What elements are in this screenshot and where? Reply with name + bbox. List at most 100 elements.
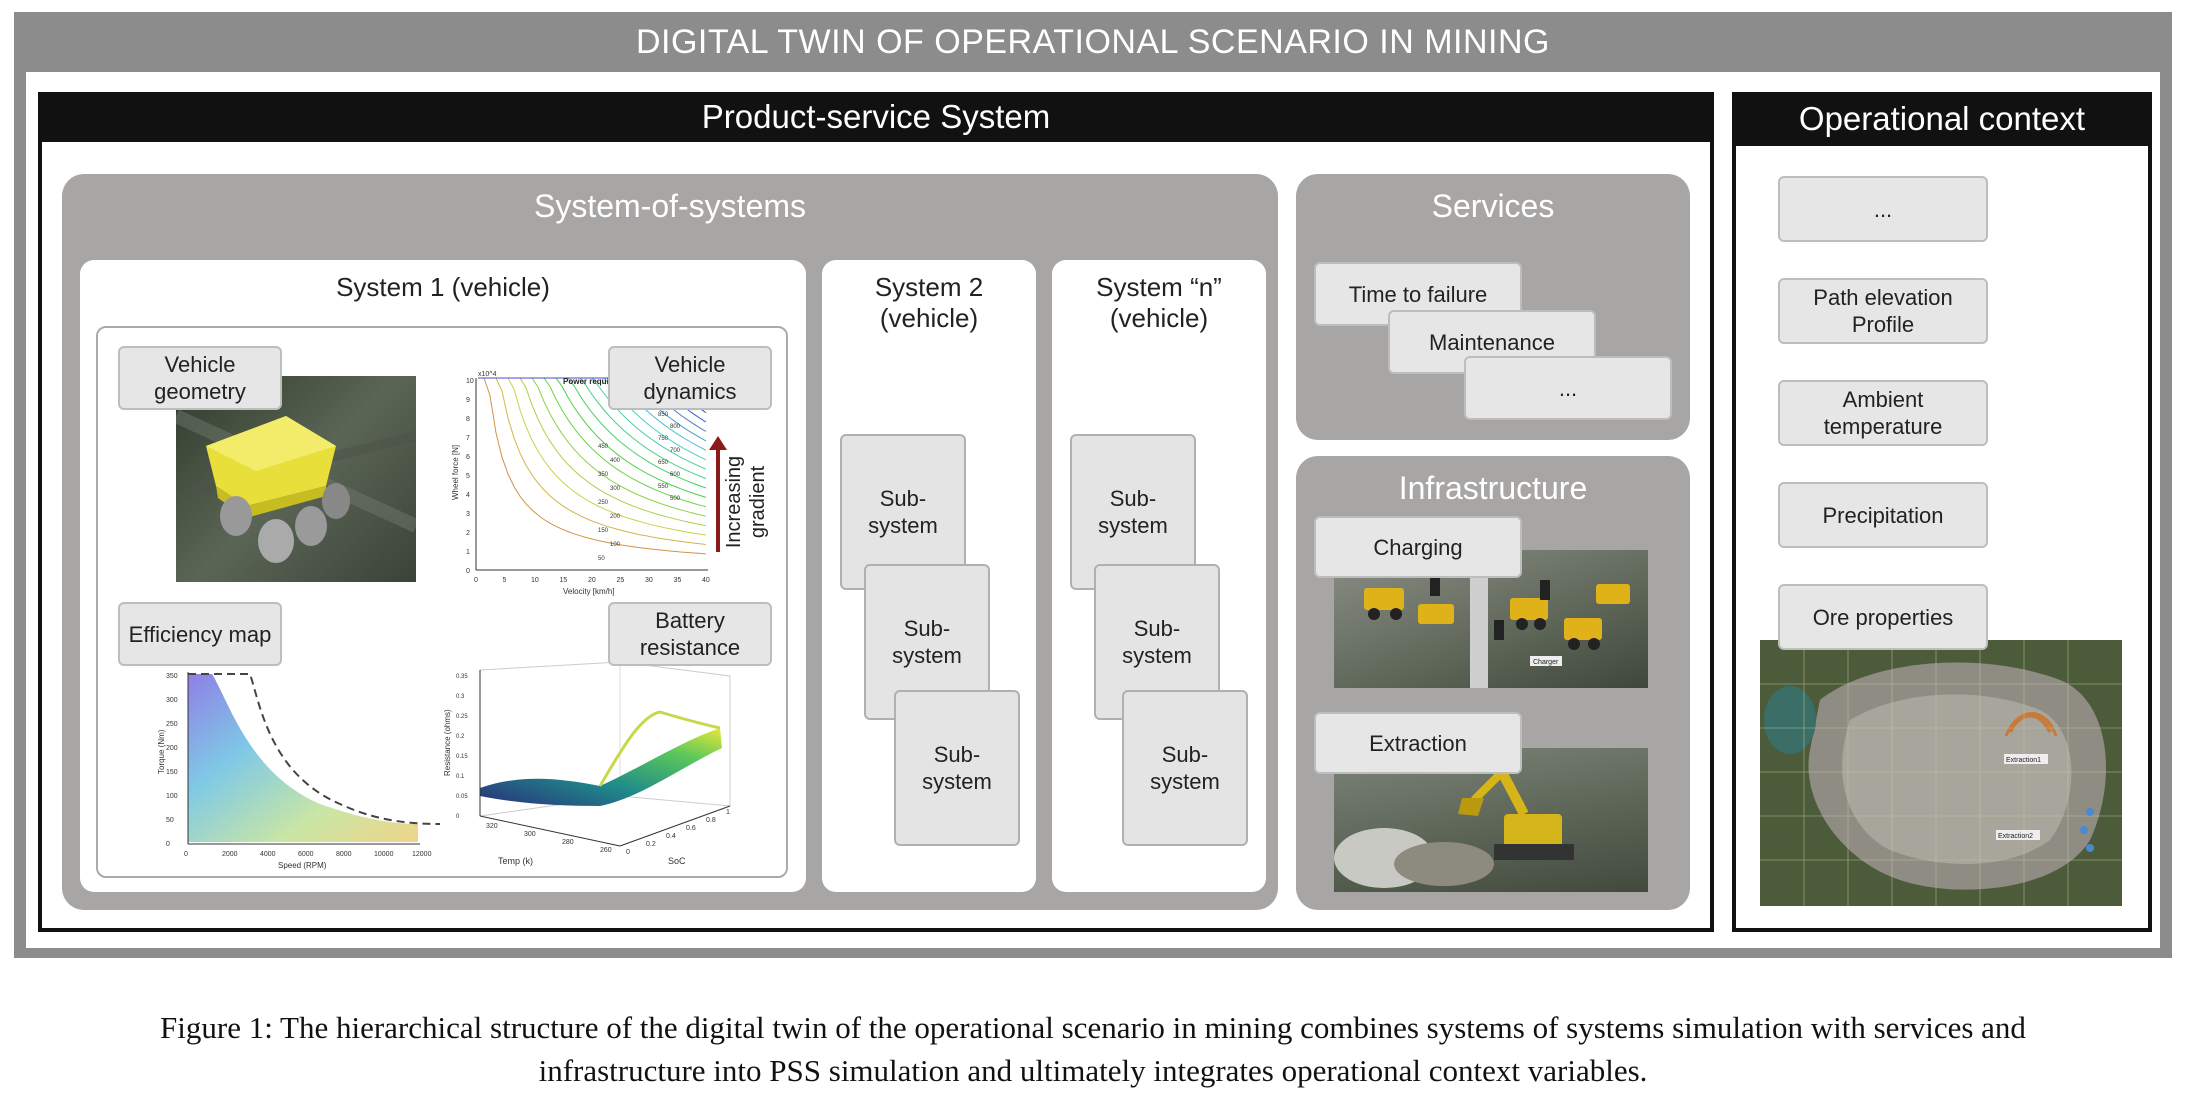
efficiency-y-tick: 200 <box>166 745 178 752</box>
sos-title: System-of-systems <box>533 188 807 224</box>
dynamics-contour-line <box>478 377 707 536</box>
efficiency-map-label: Efficiency map <box>118 602 282 666</box>
subsystem-label-line2: system <box>922 769 992 794</box>
subsystem-label-line2: system <box>1098 513 1168 538</box>
map-label-extraction2: Extraction2 <box>1998 833 2033 840</box>
battery-soc-tick: 0.6 <box>686 825 696 832</box>
battery-resistance-plot: 00.050.10.150.20.250.30.35 320300280260 … <box>443 661 731 866</box>
battery-xlabel: Temp (k) <box>498 856 533 866</box>
context-more: ... <box>1778 176 1988 242</box>
battery-resistance-label: Battery resistance <box>608 602 772 666</box>
battery-soc-label: SoC <box>668 856 686 866</box>
systemn-subsystem-3: Sub- system <box>1122 690 1248 846</box>
charging-scene-icon: Charger <box>1364 550 1630 688</box>
increasing-gradient-arrow <box>709 436 727 552</box>
dynamics-y-tick: 6 <box>466 454 470 461</box>
efficiency-x-tick: 0 <box>184 851 188 858</box>
dynamics-y-tick: 10 <box>466 378 474 385</box>
battery-soc-ticks: 00.20.40.60.81 <box>626 809 730 856</box>
dynamics-x-tick: 25 <box>617 577 625 584</box>
map-label-extraction1: Extraction1 <box>2006 757 2041 764</box>
context-precipitation: Precipitation <box>1778 482 1988 548</box>
dynamics-x-tick: 20 <box>588 577 596 584</box>
figure-caption: Figure 1: The hierarchical structure of … <box>40 1006 2146 1092</box>
dynamics-contour-label: 850 <box>658 412 669 418</box>
dynamics-xlabel: Velocity [km/h] <box>563 587 615 596</box>
dynamics-contour-label: 400 <box>610 458 621 464</box>
battery-temp-tick: 320 <box>486 823 498 830</box>
efficiency-x-tick: 2000 <box>222 851 238 858</box>
efficiency-x-tick: 8000 <box>336 851 352 858</box>
vehicle-geometry-image <box>173 376 419 582</box>
dynamics-contour-label: 250 <box>598 500 609 506</box>
subsystem-label-line1: Sub- <box>1133 616 1181 641</box>
context-path-elevation: Path elevation Profile <box>1778 278 1988 344</box>
battery-temp-tick: 300 <box>524 831 536 838</box>
system2-title-line1: System 2 <box>874 272 984 302</box>
efficiency-x-tick: 10000 <box>374 851 394 858</box>
dynamics-y-tick: 2 <box>466 530 470 537</box>
mine-map-icon: Extraction1 Extraction2 <box>1760 640 2122 906</box>
subsystem-label-line1: Sub- <box>933 742 981 767</box>
battery-temp-tick: 260 <box>600 847 612 854</box>
caption-line1: Figure 1: The hierarchical structure of … <box>160 1010 2026 1045</box>
efficiency-x-tick: 4000 <box>260 851 276 858</box>
efficiency-y-tick: 350 <box>166 673 178 680</box>
dynamics-y-tick: 0 <box>466 568 470 575</box>
increasing-gradient-label: Increasing gradient <box>700 440 792 550</box>
system1-title: System 1 (vehicle) <box>336 272 550 302</box>
extraction-label: Extraction <box>1314 712 1522 774</box>
system2-title-line2: (vehicle) <box>879 303 979 333</box>
dynamics-contour-label: 650 <box>658 460 669 466</box>
battery-soc-tick: 0 <box>626 849 630 856</box>
battery-soc-tick: 0.8 <box>706 817 716 824</box>
dynamics-x-tick: 40 <box>702 577 710 584</box>
efficiency-xlabel: Speed (RPM) <box>278 861 327 870</box>
battery-temp-ticks: 320 300 280 260 <box>486 823 612 854</box>
dynamics-y-tick: 8 <box>466 416 470 423</box>
infrastructure-title: Infrastructure <box>1398 470 1588 506</box>
caption-line2: infrastructure into PSS simulation and u… <box>538 1053 1648 1088</box>
dynamics-x-tick: 15 <box>560 577 568 584</box>
dynamics-contour-label: 50 <box>598 556 605 562</box>
dynamics-y-tick: 4 <box>466 492 470 499</box>
operational-context-title: Operational context <box>1732 92 2152 146</box>
dynamics-x-tick: 5 <box>503 577 507 584</box>
dynamics-contour-labels: 5010015020025030035040045050055060065070… <box>598 412 681 562</box>
dynamics-y-tick: 9 <box>466 397 470 404</box>
dynamics-contour-label: 800 <box>670 424 681 430</box>
services-title: Services <box>1431 188 1555 224</box>
mine-map-image: Extraction1 Extraction2 <box>1760 640 2122 906</box>
dynamics-contour-line <box>478 377 707 545</box>
system2-subsystem-3: Sub- system <box>894 690 1020 846</box>
subsystem-label-line2: system <box>868 513 938 538</box>
efficiency-y-tick: 300 <box>166 697 178 704</box>
dynamics-x-tick: 35 <box>674 577 682 584</box>
battery-soc-tick: 0.4 <box>666 833 676 840</box>
dynamics-contour-label: 700 <box>670 448 681 454</box>
battery-z-tick: 0 <box>456 814 460 820</box>
subsystem-label-line1: Sub- <box>879 486 927 511</box>
dynamics-contour-label: 750 <box>658 436 669 442</box>
battery-z-tick: 0.25 <box>456 714 468 720</box>
battery-z-tick: 0.05 <box>456 794 468 800</box>
context-ambient-temperature: Ambient temperature <box>1778 380 1988 446</box>
service-maintenance: Maintenance <box>1388 310 1596 374</box>
systemn-title-line1: System “n” <box>1096 272 1222 302</box>
vehicle-dynamics-label: Vehicle dynamics <box>608 346 772 410</box>
context-ore-properties: Ore properties <box>1778 584 1988 650</box>
dynamics-contour-label: 350 <box>598 472 609 478</box>
charger-label: Charger <box>1533 659 1559 666</box>
charging-label: Charging <box>1314 516 1522 578</box>
dynamics-y-tick: 1 <box>466 549 470 556</box>
battery-soc-tick: 1 <box>726 809 730 816</box>
dynamics-ylabel: Wheel force [N] <box>451 445 460 500</box>
dynamics-y-tick: 5 <box>466 473 470 480</box>
service-more: ... <box>1464 356 1672 420</box>
efficiency-x-tick: 12000 <box>412 851 432 858</box>
battery-temp-tick: 280 <box>562 839 574 846</box>
